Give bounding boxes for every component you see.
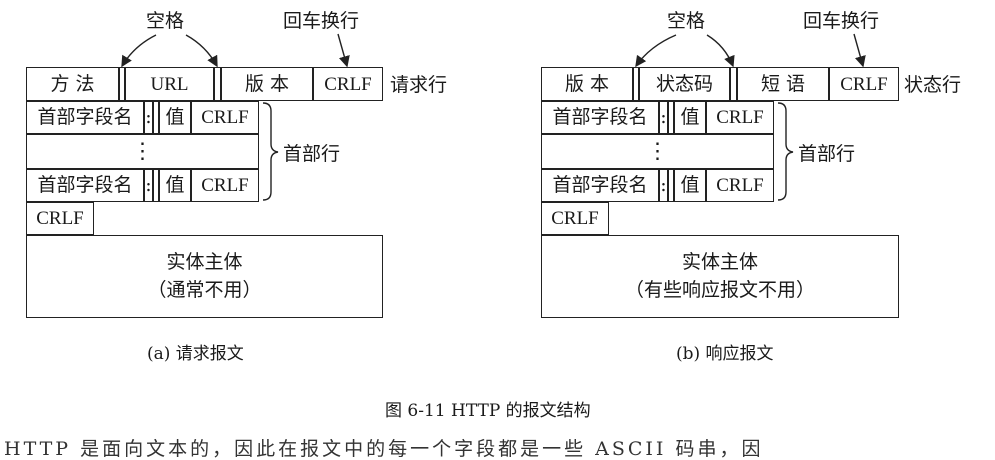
request-header-ellipsis: ⋮ xyxy=(131,138,154,164)
request-header-value: 值 xyxy=(159,169,191,202)
response-space-label: 空格 xyxy=(667,10,706,32)
response-header-space xyxy=(668,169,674,202)
response-caption: (b) 响应报文 xyxy=(676,344,774,364)
request-url-field: URL xyxy=(125,67,214,101)
response-crlf-label: 回车换行 xyxy=(803,10,880,32)
response-line-label: 状态行 xyxy=(904,74,962,96)
response-header-label: 首部行 xyxy=(798,143,856,165)
response-body-title: 实体主体 xyxy=(681,250,758,273)
request-body-note: （通常不用） xyxy=(147,278,262,301)
response-space-2 xyxy=(730,67,737,101)
response-header-field-name: 首部字段名 xyxy=(541,101,659,134)
response-space-arrow-left xyxy=(635,34,677,68)
request-space-2 xyxy=(214,67,221,101)
request-header-space xyxy=(153,101,159,134)
request-header-crlf: CRLF xyxy=(191,101,259,134)
request-header-space xyxy=(153,169,159,202)
request-entity-body: 实体主体 （通常不用） xyxy=(26,235,383,318)
response-version-field: 版 本 xyxy=(541,67,633,101)
response-header-field-name: 首部字段名 xyxy=(541,169,659,202)
response-space-1 xyxy=(633,67,639,101)
response-header-colon: : xyxy=(659,169,668,202)
request-crlf-arrow xyxy=(337,33,350,68)
response-blank-crlf: CRLF xyxy=(541,202,609,235)
request-space-1 xyxy=(119,67,125,101)
request-header-value: 值 xyxy=(159,101,191,134)
response-crlf-arrow xyxy=(853,33,866,68)
request-crlf-label: 回车换行 xyxy=(283,10,360,32)
response-header-value: 值 xyxy=(674,101,706,134)
continued-text: HTTP 是面向文本的，因此在报文中的每一个字段都是一些 ASCII 码串，因 xyxy=(4,438,764,460)
request-space-arrow-left xyxy=(121,34,157,68)
response-header-space xyxy=(668,101,674,134)
request-header-brace xyxy=(262,102,279,201)
request-header-field-name: 首部字段名 xyxy=(26,101,144,134)
request-header-label: 首部行 xyxy=(283,143,341,165)
response-body-note: （有些响应报文不用） xyxy=(624,278,815,301)
response-space-arrow-right xyxy=(706,34,735,68)
response-header-value: 值 xyxy=(674,169,706,202)
request-blank-crlf: CRLF xyxy=(26,202,94,235)
response-header-ellipsis-row: ⋮ xyxy=(541,134,774,169)
request-header-ellipsis-row: ⋮ xyxy=(26,134,259,169)
request-line-crlf: CRLF xyxy=(313,67,383,101)
request-space-arrow-right xyxy=(185,34,218,68)
request-method-field: 方 法 xyxy=(26,67,119,101)
response-header-ellipsis: ⋮ xyxy=(646,138,669,164)
request-header-colon: : xyxy=(144,169,153,202)
response-status-code-field: 状态码 xyxy=(639,67,730,101)
response-phrase-field: 短 语 xyxy=(737,67,829,101)
request-line-label: 请求行 xyxy=(390,74,448,96)
response-line-crlf: CRLF xyxy=(829,67,899,101)
request-header-crlf: CRLF xyxy=(191,169,259,202)
request-header-field-name: 首部字段名 xyxy=(26,169,144,202)
figure-caption: 图 6-11 HTTP 的报文结构 xyxy=(385,401,591,421)
response-header-crlf: CRLF xyxy=(706,101,774,134)
request-space-label: 空格 xyxy=(146,10,185,32)
request-caption: (a) 请求报文 xyxy=(147,344,244,364)
response-header-crlf: CRLF xyxy=(706,169,774,202)
request-header-colon: : xyxy=(144,101,153,134)
response-header-colon: : xyxy=(659,101,668,134)
response-header-brace xyxy=(777,102,794,201)
request-body-title: 实体主体 xyxy=(166,250,243,273)
request-version-field: 版 本 xyxy=(221,67,313,101)
response-entity-body: 实体主体 （有些响应报文不用） xyxy=(541,235,899,318)
